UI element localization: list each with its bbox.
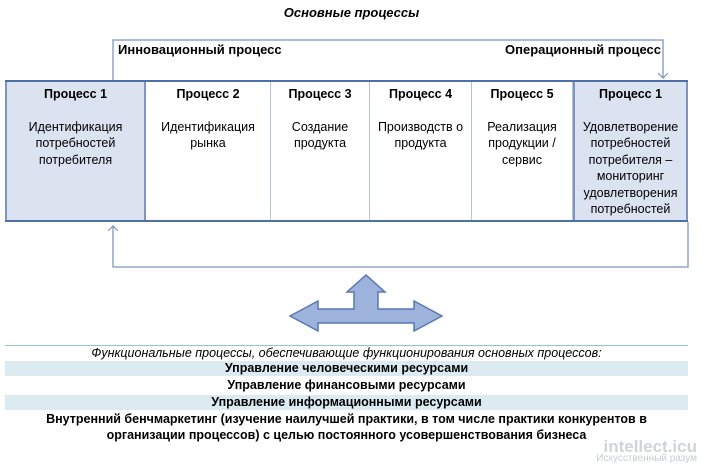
main-processes-title: Основные процессы (283, 5, 420, 20)
process-description: Идентификация рынка (161, 119, 255, 151)
process-title: Процесс 5 (490, 87, 554, 101)
process-description: Идентификация потребностей потребителя (28, 119, 123, 167)
watermark: intellect.icu Искусственный разум (596, 437, 697, 465)
process-title: Процесс 4 (388, 87, 453, 101)
process-description: Реализация продукции / сервис (487, 119, 557, 167)
watermark-line1: intellect.icu (603, 437, 697, 456)
process-box-6: Процесс 1 Удовлетворение потребностей по… (573, 82, 688, 220)
process-title: Процесс 3 (288, 87, 352, 101)
functional-row-information: Управление информационными ресурсами (5, 395, 688, 410)
functional-row-finance: Управление финансовыми ресурсами (227, 378, 466, 392)
operational-process-label: Операционный процесс (505, 42, 661, 57)
processes-row: Процесс 1 Идентификация потребностей пот… (5, 80, 688, 222)
innovation-process-label: Инновационный процесс (118, 42, 282, 57)
functional-processes-caption: Функциональные процессы, обеспечивающие … (5, 345, 688, 360)
process-title: Процесс 2 (176, 87, 240, 101)
process-title: Процесс 1 (43, 87, 108, 101)
process-description: Производств о продукта (377, 119, 464, 151)
feedback-loop-bottom (113, 222, 689, 268)
three-way-block-arrow (288, 273, 444, 333)
process-title: Процесс 1 (598, 87, 663, 101)
process-box-5: Процесс 5 Реализация продукции / сервис (472, 82, 573, 220)
process-box-3: Процесс 3 Создание продукта (271, 82, 370, 220)
functional-row-hr: Управление человеческими ресурсами (5, 361, 688, 376)
process-description: Удовлетворение потребностей потребителя … (582, 119, 679, 217)
process-description: Создание продукта (291, 119, 349, 151)
process-flow-bracket-top (112, 39, 663, 80)
process-box-1: Процесс 1 Идентификация потребностей пот… (5, 82, 146, 220)
watermark-line2: Искусственный разум (596, 453, 697, 464)
process-box-2: Процесс 2 Идентификация рынка (146, 82, 271, 220)
functional-row-benchmarking: Внутренний бенчмаркетинг (изучение наилу… (46, 412, 647, 442)
process-box-4: Процесс 4 Производств о продукта (370, 82, 472, 220)
